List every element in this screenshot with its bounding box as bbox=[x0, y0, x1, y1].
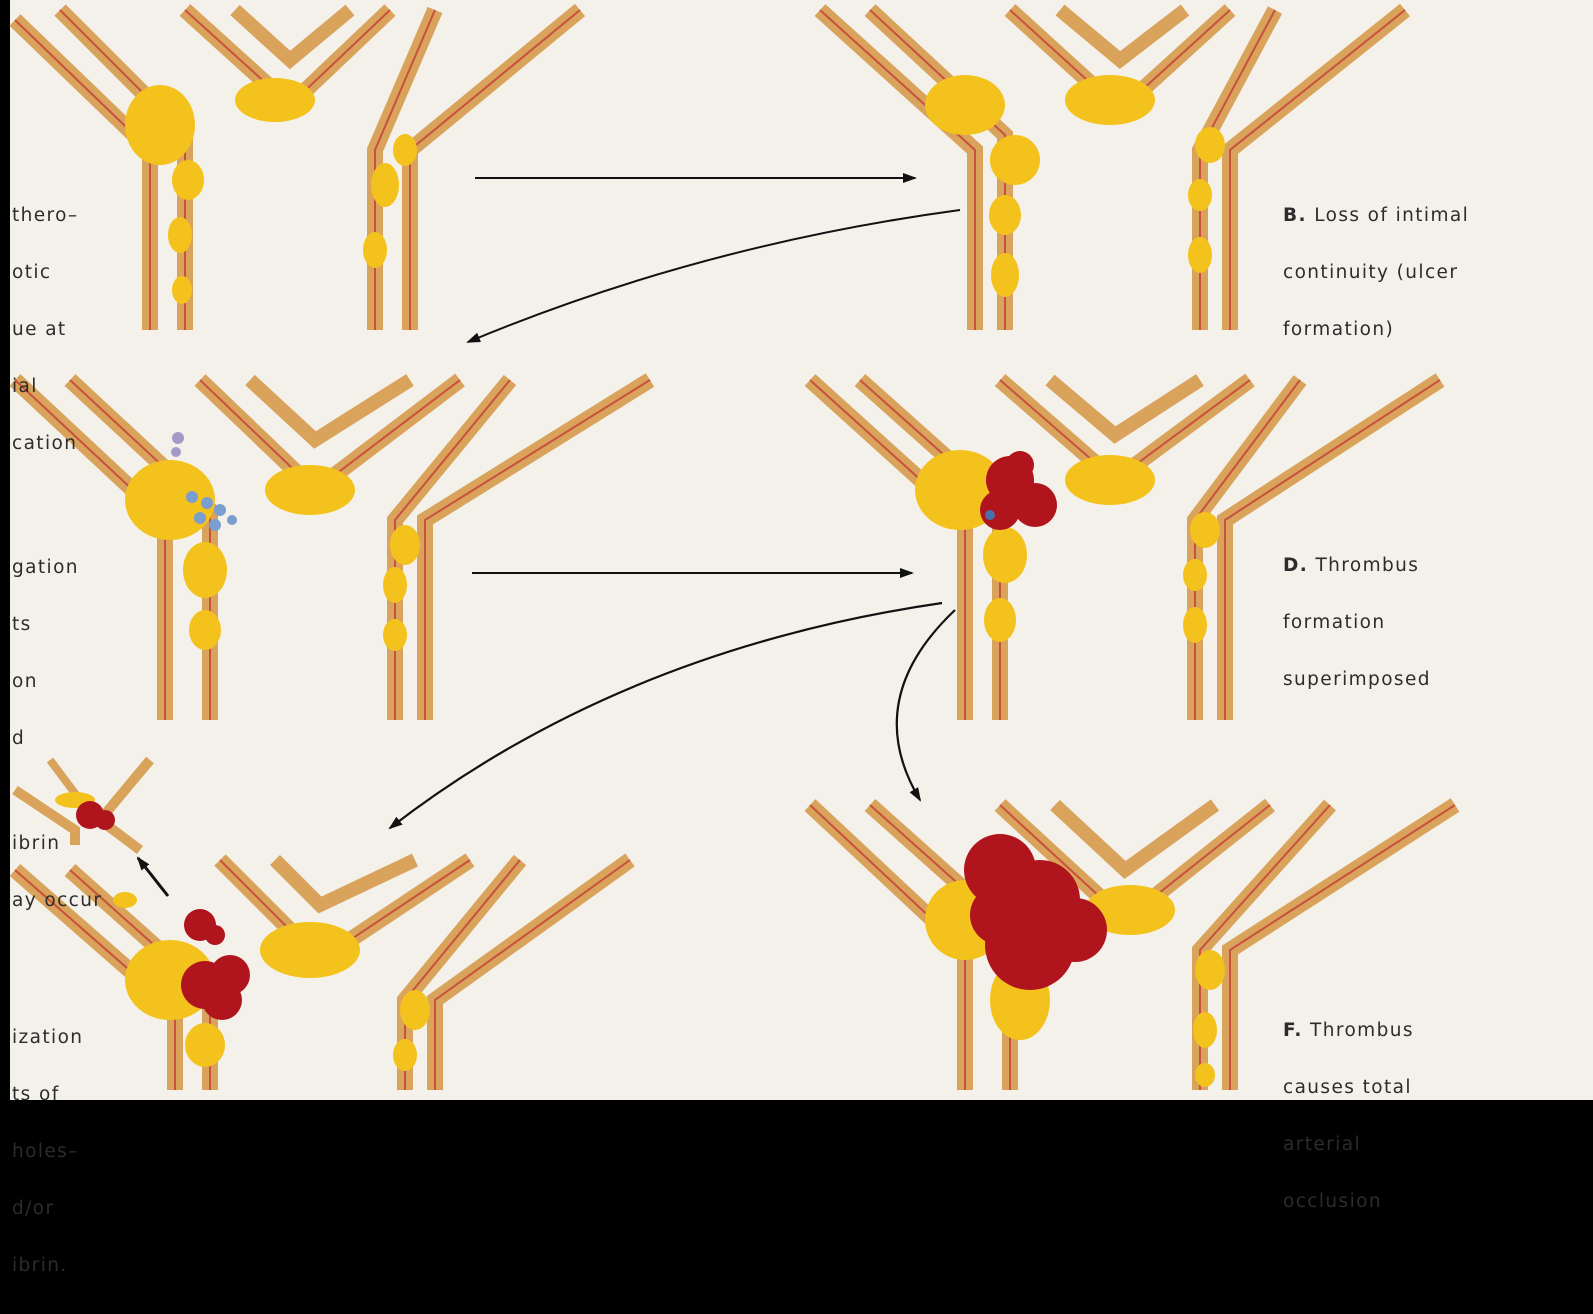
panel-e-line-1: ization bbox=[12, 1028, 83, 1047]
panel-d-line-1: D. Thrombus bbox=[1283, 556, 1431, 575]
panel-c-line-7: ay occur bbox=[12, 891, 102, 910]
panel-f-line-1-text: Thrombus bbox=[1303, 1020, 1414, 1041]
panel-a-label: thero– otic ue at ial cation bbox=[12, 168, 79, 491]
flow-arrows bbox=[138, 178, 960, 896]
panel-c-line-4: d bbox=[12, 729, 102, 748]
panel-c-line-6: ibrin bbox=[12, 834, 102, 853]
panel-c-vessel bbox=[15, 380, 650, 720]
panel-a-line-2: otic bbox=[12, 263, 79, 282]
panel-e-line-4: d/or bbox=[12, 1199, 83, 1218]
panel-d-line-1-text: Thrombus bbox=[1308, 555, 1419, 576]
panel-d-line-3: superimposed bbox=[1283, 670, 1431, 689]
panel-c-line-2: ts bbox=[12, 615, 102, 634]
panel-c-line-5 bbox=[12, 786, 102, 796]
panel-b-line-1-text: Loss of intimal bbox=[1307, 205, 1469, 226]
panel-f-label: F. Thrombus causes total arterial occlus… bbox=[1283, 983, 1414, 1249]
panel-f-line-4: occlusion bbox=[1283, 1192, 1414, 1211]
panel-c-line-3: on bbox=[12, 672, 102, 691]
panel-d-line-2: formation bbox=[1283, 613, 1431, 632]
panel-b-line-3: formation) bbox=[1283, 320, 1469, 339]
panel-b-label: B. Loss of intimal continuity (ulcer for… bbox=[1283, 168, 1469, 377]
panel-a-line-5: cation bbox=[12, 434, 79, 453]
panel-a-artery-walls bbox=[15, 10, 580, 330]
panel-d-label: D. Thrombus formation superimposed bbox=[1283, 518, 1431, 727]
panel-f-line-3: arterial bbox=[1283, 1135, 1414, 1154]
panel-a-vessel bbox=[15, 10, 580, 330]
panel-f-line-1: F. Thrombus bbox=[1283, 1021, 1414, 1040]
panel-f-line-2: causes total bbox=[1283, 1078, 1414, 1097]
panel-c-line-1: gation bbox=[12, 558, 102, 577]
panel-c-label: gation ts on d ibrin ay occur bbox=[12, 520, 102, 948]
panel-b-line-1: B. Loss of intimal bbox=[1283, 206, 1469, 225]
panel-f-thrombus bbox=[964, 834, 1107, 990]
panel-f-letter: F. bbox=[1283, 1020, 1303, 1041]
panel-b-letter: B. bbox=[1283, 205, 1307, 226]
panel-d-letter: D. bbox=[1283, 555, 1308, 576]
panel-e-line-2: ts of bbox=[12, 1085, 83, 1104]
panel-a-line-4: ial bbox=[12, 377, 79, 396]
panel-e-line-3: holes– bbox=[12, 1142, 83, 1161]
panel-a-line-1: thero– bbox=[12, 206, 79, 225]
panel-e-vessel bbox=[15, 860, 630, 1090]
panel-a-line-3: ue at bbox=[12, 320, 79, 339]
panel-b-line-2: continuity (ulcer bbox=[1283, 263, 1469, 282]
panel-e-label: ization ts of holes– d/or ibrin. bbox=[12, 990, 83, 1313]
illustration-stage: thero– otic ue at ial cation B. Loss of … bbox=[0, 0, 1593, 1100]
panel-e-line-5: ibrin. bbox=[12, 1256, 83, 1275]
